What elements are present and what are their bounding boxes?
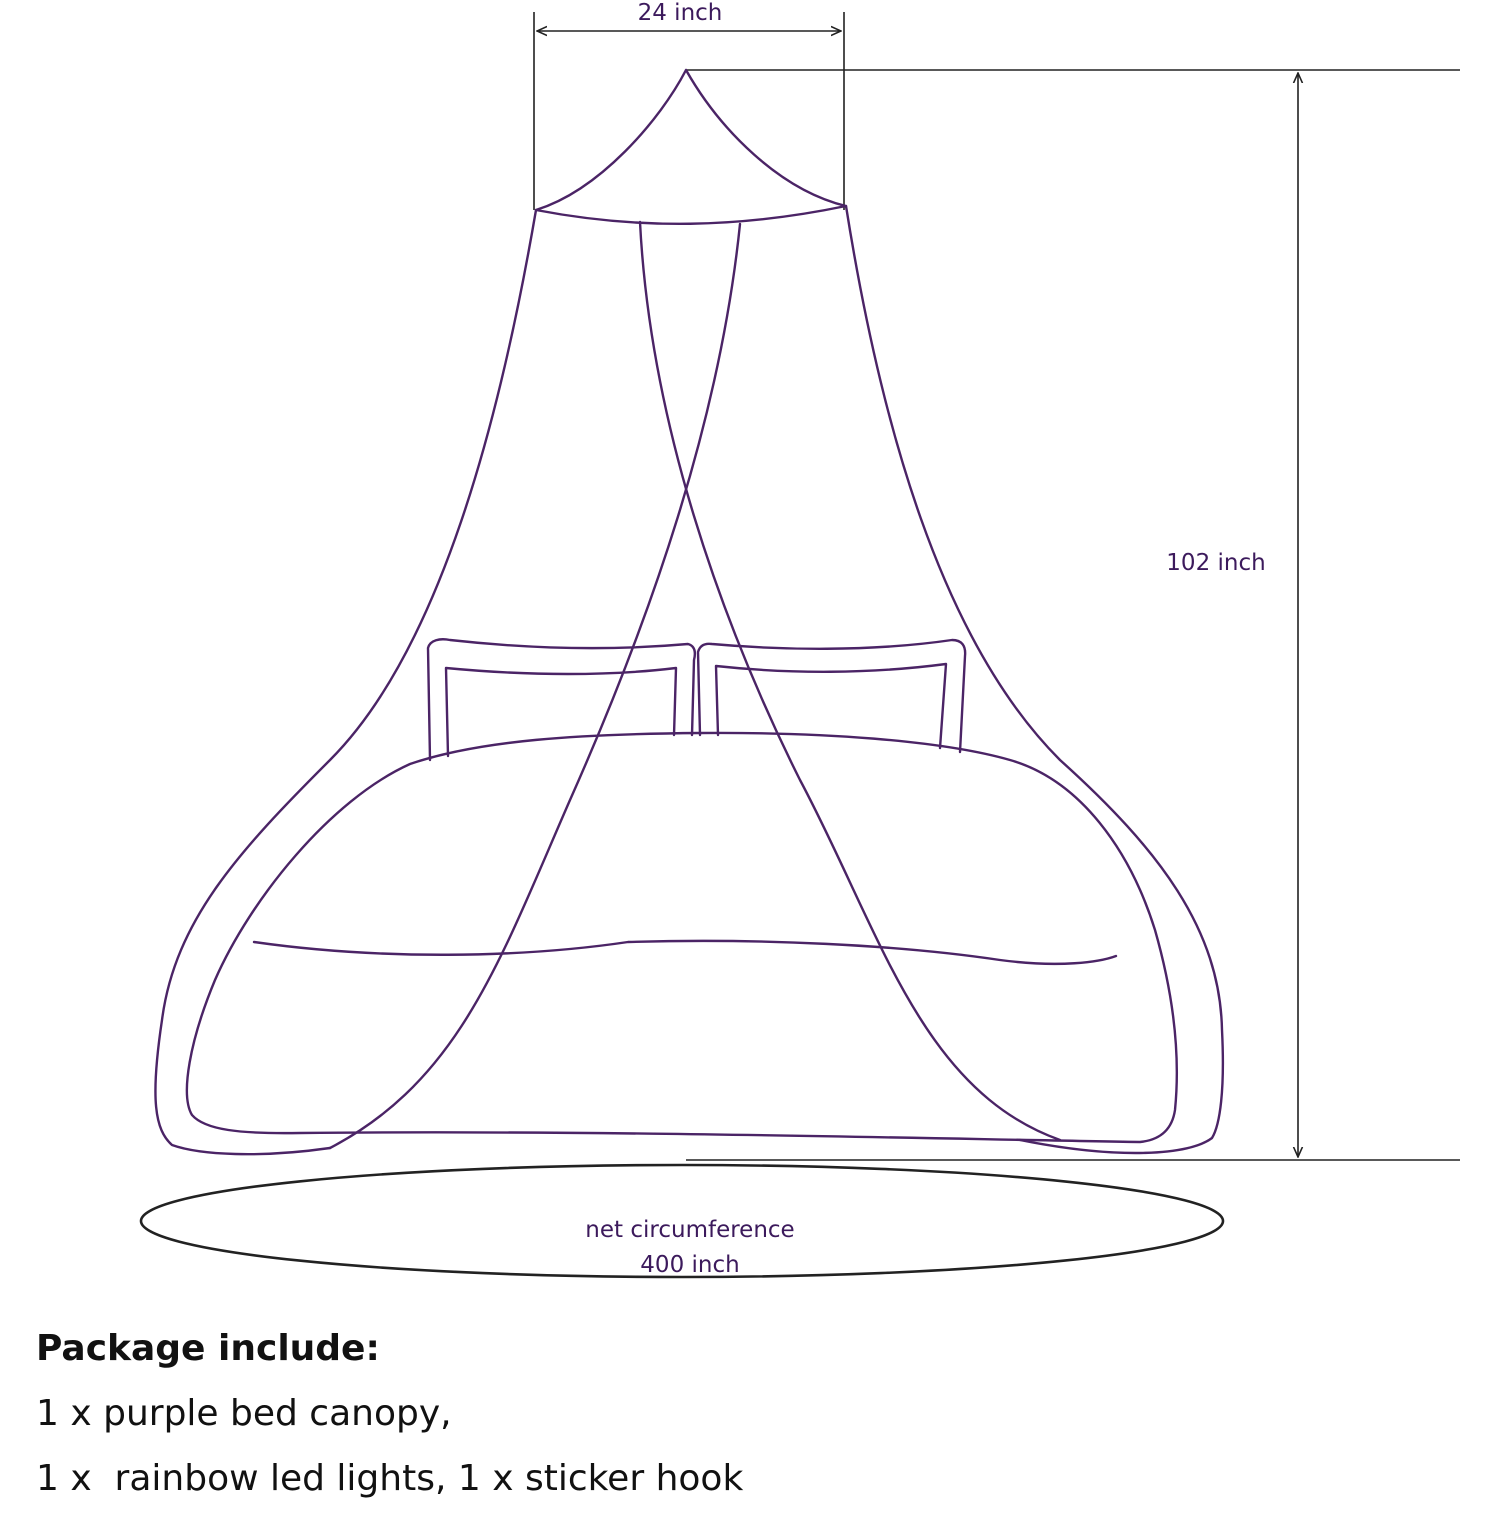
circumference-value: 400 inch (640, 1252, 739, 1278)
canopy-crown (534, 68, 848, 226)
canopy-right-inner-drape (328, 222, 742, 1150)
package-title: Package include: (36, 1328, 380, 1369)
circumference-label: net circumference (585, 1217, 794, 1243)
duvet-seam (252, 939, 1118, 966)
canopy-dimension-diagram: 24 inch 102 inch net circumference 400 i… (139, 0, 1460, 1279)
canopy-left-inner-drape (638, 220, 1062, 1142)
left-pillow (426, 638, 697, 762)
top-width-label: 24 inch (638, 0, 723, 26)
right-pillow-inner (714, 662, 948, 750)
duvet (185, 731, 1178, 1144)
package-line-2: 1 x rainbow led lights, 1 x sticker hook (36, 1458, 744, 1499)
height-label: 102 inch (1166, 550, 1265, 576)
right-pillow (696, 638, 967, 754)
package-contents: Package include: 1 x purple bed canopy, … (36, 1326, 743, 1521)
top-width-dimension (533, 12, 845, 210)
canopy-left-curtain (154, 208, 538, 1156)
height-dimension (686, 69, 1460, 1161)
package-line-1: 1 x purple bed canopy, (36, 1393, 452, 1434)
canopy-net (154, 68, 1225, 1156)
bed (185, 638, 1178, 1144)
net-circumference-ellipse (139, 1163, 1225, 1279)
left-pillow-inner (444, 666, 678, 758)
canopy-right-curtain (844, 204, 1225, 1155)
